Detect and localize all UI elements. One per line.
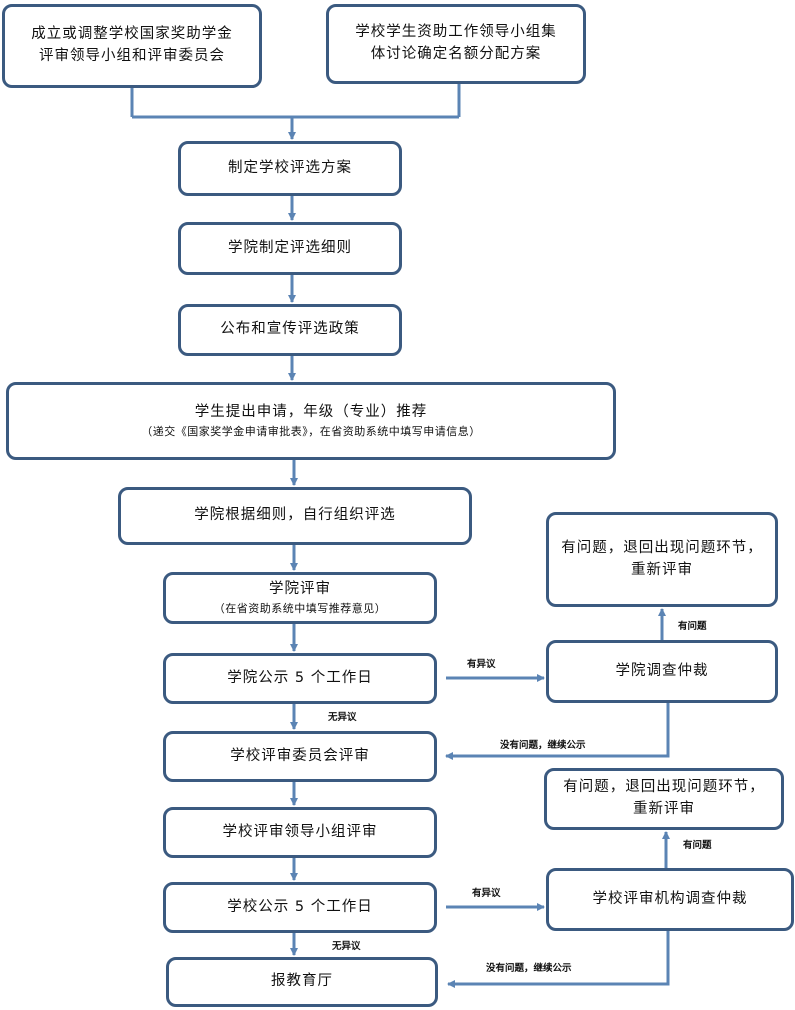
quota-allocation-box: 学校学生资助工作领导小组集 体讨论确定名额分配方案 [326,4,586,84]
quota-allocation-text: 学校学生资助工作领导小组集 体讨论确定名额分配方案 [355,24,557,62]
college-select-text: 学院根据细则，自行组织评选 [194,507,396,524]
student-apply-box: 学生提出申请，年级（专业）推荐 （递交《国家奖学金申请审批表》，在省资助系统中填… [6,382,616,460]
college-issue-text: 有问题，退回出现问题环节， 重新评审 [561,539,763,578]
college-rules-text: 学院制定评选细则 [228,239,352,256]
arrow-school-continue [447,931,670,988]
report-box: 报教育厅 [166,957,438,1007]
school-arbitration-text: 学校评审机构调查仲裁 [592,890,748,907]
college-review-title: 学院评审 [269,580,331,597]
college-review-note: （在省资助系统中填写推荐意见） [213,601,387,615]
school-arbitration-box: 学校评审机构调查仲裁 [546,868,794,931]
school-objection-label: 有异议 [472,888,501,899]
school-no-problem-label: 没有问题，继续公示 [486,963,572,974]
college-publicity-box: 学院公示 5 个工作日 [163,653,437,704]
school-publicity-text: 学校公示 5 个工作日 [227,898,373,915]
college-has-problem-label: 有问题 [678,621,707,632]
student-apply-title: 学生提出申请，年级（专业）推荐 [194,403,428,420]
school-has-problem-label: 有问题 [683,840,712,851]
school-issue-text: 有问题，退回出现问题环节， 重新评审 [563,779,765,817]
school-issue-box: 有问题，退回出现问题环节， 重新评审 [544,768,784,830]
college-select-box: 学院根据细则，自行组织评选 [118,487,472,545]
school-committee-text: 学校评审委员会评审 [230,747,370,764]
setup-committee-box: 成立或调整学校国家奖助学金 评审领导小组和评审委员会 [2,4,262,88]
school-publicity-box: 学校公示 5 个工作日 [163,882,437,933]
college-no-problem-label: 没有问题，继续公示 [500,740,586,751]
school-leader-text: 学校评审领导小组评审 [222,823,378,840]
publish-policy-box: 公布和宣传评选政策 [178,304,402,356]
college-rules-box: 学院制定评选细则 [178,222,402,275]
school-plan-text: 制定学校评选方案 [228,159,352,176]
college-arbitration-box: 学院调查仲裁 [546,640,778,703]
arrow-college-continue [445,703,670,760]
school-plan-box: 制定学校评选方案 [178,141,402,196]
college-issue-box: 有问题，退回出现问题环节， 重新评审 [546,512,778,607]
college-review-box: 学院评审 （在省资助系统中填写推荐意见） [163,572,437,624]
report-text: 报教育厅 [271,973,333,990]
college-no-objection-label: 无异议 [328,712,357,723]
college-arbitration-text: 学院调查仲裁 [615,662,709,679]
school-no-objection-label: 无异议 [332,941,361,952]
publish-policy-text: 公布和宣传评选政策 [220,321,360,338]
setup-committee-text: 成立或调整学校国家奖助学金 评审领导小组和评审委员会 [31,26,233,64]
college-publicity-text: 学院公示 5 个工作日 [227,669,373,686]
school-leader-box: 学校评审领导小组评审 [163,807,437,858]
student-apply-note: （递交《国家奖学金申请审批表》，在省资助系统中填写申请信息） [141,424,481,438]
school-committee-box: 学校评审委员会评审 [163,731,437,782]
college-objection-label: 有异议 [467,659,496,670]
